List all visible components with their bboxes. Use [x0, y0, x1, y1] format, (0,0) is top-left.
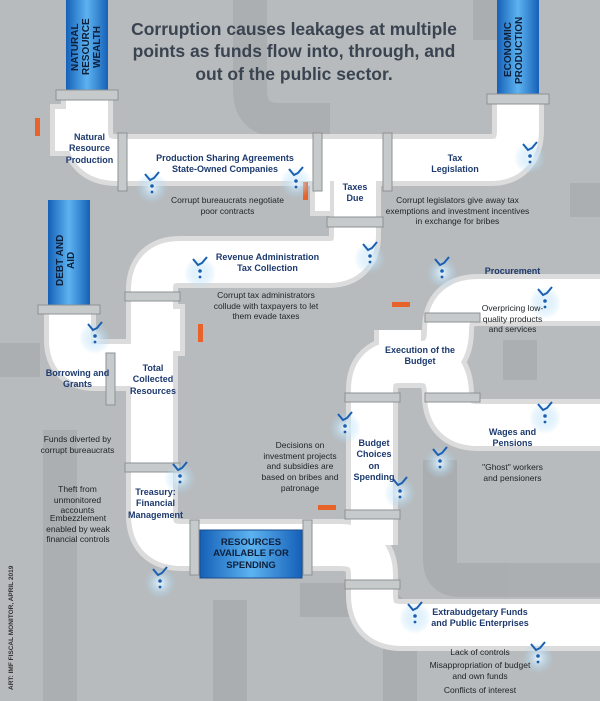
stage-taxes-due: Taxes Due	[342, 182, 368, 204]
stage-production-sharing: Production Sharing Agreements State-Owne…	[156, 153, 294, 175]
page-title: Corruption causes leakages at multiple p…	[131, 19, 457, 84]
leak-embezzlement: Embezzlement enabled by weak financial c…	[46, 513, 110, 545]
inflow-natural-resource	[66, 0, 108, 92]
stage-extrabudgetary: Extrabudgetary Funds and Public Enterpri…	[431, 607, 529, 629]
leak-investment-decisions: Decisions on investment projects and sub…	[261, 440, 339, 493]
stage-tax-legislation: Tax Legislation	[431, 153, 479, 175]
leak-icon	[144, 566, 176, 599]
pipe-flanges	[37, 89, 550, 590]
inflow-economic-production	[497, 0, 539, 95]
stage-execution-budget: Execution of the Budget	[385, 345, 456, 367]
leak-icon	[280, 166, 312, 199]
leak-icon	[79, 321, 111, 354]
stage-revenue-administration: Revenue Administration Tax Collection	[215, 252, 320, 274]
leak-collude-taxpayers: Corrupt tax administrators collude with …	[213, 290, 319, 322]
leak-icon	[329, 411, 361, 444]
stage-borrowing-grants: Borrowing and Grants	[45, 368, 110, 390]
leak-icon	[529, 286, 561, 319]
leak-icon	[136, 171, 168, 204]
leak-conflicts: Conflicts of interest	[443, 685, 517, 695]
resources-box	[199, 529, 303, 579]
leak-icons	[79, 141, 561, 674]
leak-icon	[522, 641, 554, 674]
stage-natural-resource-production: Natural Resource Production	[65, 132, 114, 165]
stage-budget-choices: Budget Choices on Spending	[353, 438, 395, 482]
source-natural-resource-wealth: NATURAL RESOURCE WEALTH	[70, 18, 103, 76]
stage-wages-pensions: Wages and Pensions	[488, 427, 537, 449]
leak-icon	[426, 256, 458, 289]
leak-icon	[384, 476, 416, 509]
stage-procurement: Procurement	[484, 266, 541, 276]
leak-icon	[529, 401, 561, 434]
leak-lack-controls: Lack of controls	[450, 647, 510, 657]
leak-icon	[164, 461, 196, 494]
leak-icon	[514, 141, 546, 174]
leak-theft: Theft from unmonitored accounts	[53, 484, 102, 516]
stage-resources-available: RESOURCES AVAILABLE FOR SPENDING	[213, 536, 289, 571]
leak-misappropriation: Misappropriation of budget and own funds	[429, 660, 531, 681]
source-debt-aid: DEBT AND AID	[55, 234, 77, 286]
stage-treasury: Treasury: Financial Management	[128, 487, 184, 520]
inflow-debt-aid	[48, 200, 90, 308]
leak-icon	[424, 446, 456, 479]
leak-ghost-workers: "Ghost" workers and pensioners	[482, 462, 543, 483]
leak-icon	[354, 241, 386, 274]
source-economic-production: ECONOMIC PRODUCTION	[503, 16, 525, 84]
leak-tax-exemptions: Corrupt legislators give away tax exempt…	[385, 195, 530, 227]
stage-total-collected: Total Collected Resources	[129, 363, 177, 396]
leak-poor-contracts: Corrupt bureaucrats negotiate poor contr…	[171, 195, 284, 216]
leak-funds-diverted: Funds diverted by corrupt bureaucrats	[40, 434, 115, 455]
leak-icon	[399, 601, 431, 634]
leak-icon	[184, 256, 216, 289]
leak-overpricing: Overpricing low-quality products and ser…	[481, 303, 544, 335]
credit: ART: IMF FISCAL MONITOR, APRIL 2019	[8, 565, 15, 690]
